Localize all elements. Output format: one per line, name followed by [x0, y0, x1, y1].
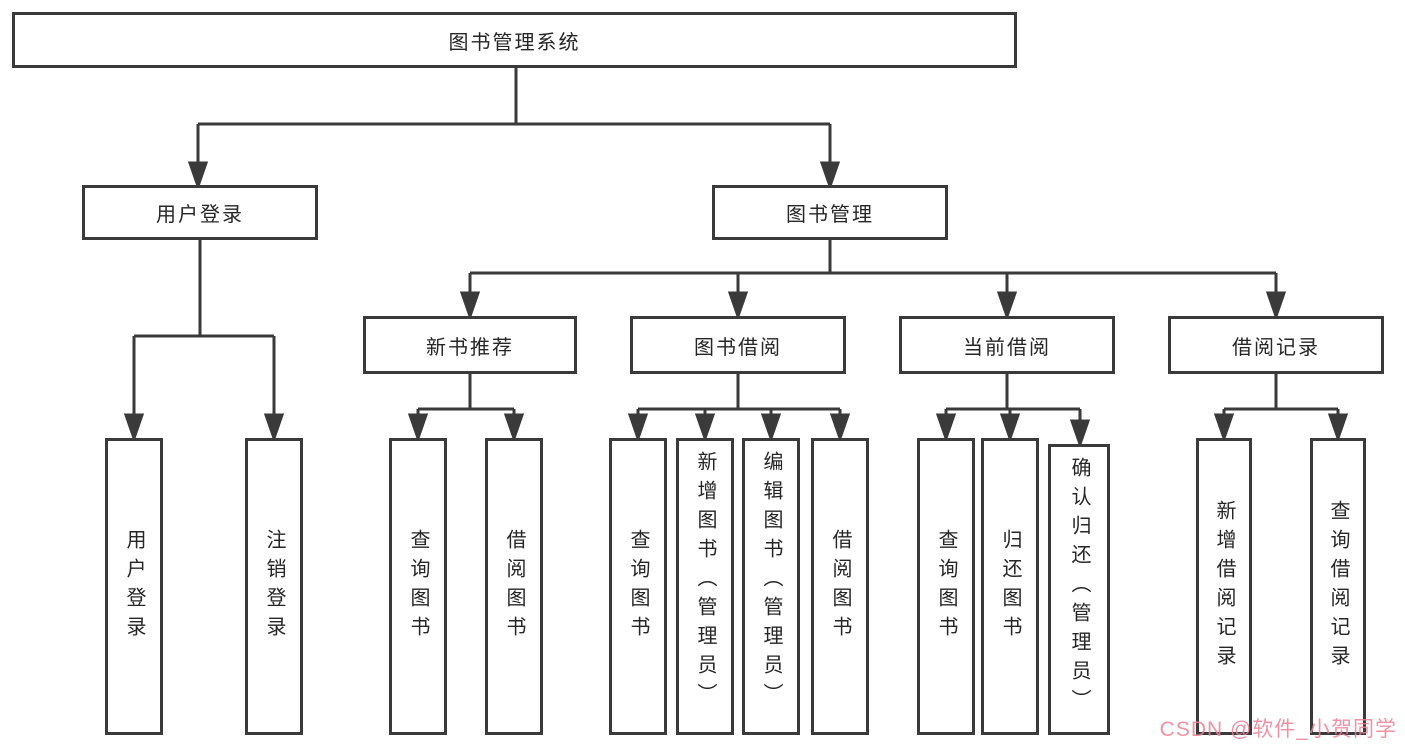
leaf-query-books: 查询图书: [389, 438, 447, 735]
leaf-query-books: 查询图书: [609, 438, 667, 735]
node-label: 归还图书: [999, 528, 1021, 645]
node-book-management: 图书管理: [712, 185, 948, 240]
leaf-edit-book-admin: 编辑图书（管理员）: [742, 438, 800, 735]
node-current-borrow: 当前借阅: [899, 316, 1115, 374]
arrow-down-icon: [996, 291, 1018, 321]
arrow-down-icon: [999, 413, 1021, 443]
leaf-user-login: 用户登录: [105, 438, 163, 735]
leaf-add-book-admin: 新增图书（管理员）: [676, 438, 734, 735]
arrow-down-icon: [694, 413, 716, 443]
arrow-down-icon: [187, 161, 209, 191]
leaf-query-books: 查询图书: [917, 438, 975, 735]
arrow-down-icon: [1327, 413, 1349, 443]
node-label: 图书借阅: [694, 336, 782, 359]
node-label: 确认归还（管理员）: [1068, 457, 1090, 718]
node-user-login: 用户登录: [82, 185, 318, 240]
node-label: 用户登录: [123, 528, 145, 645]
leaf-query-borrow-record: 查询借阅记录: [1310, 438, 1366, 735]
node-label: 图书管理系统: [448, 31, 581, 54]
node-label: 注销登录: [263, 528, 285, 645]
node-label: 借阅图书: [503, 528, 525, 645]
node-label: 查询图书: [407, 528, 429, 645]
arrow-down-icon: [1213, 413, 1235, 443]
arrow-down-icon: [819, 161, 841, 191]
node-library-system: 图书管理系统: [12, 12, 1017, 68]
leaf-borrow-books: 借阅图书: [485, 438, 543, 735]
node-label: 编辑图书（管理员）: [760, 451, 782, 712]
node-label: 借阅图书: [829, 528, 851, 645]
node-label: 用户登录: [156, 204, 244, 226]
arrow-down-icon: [727, 291, 749, 321]
csdn-watermark: CSDN @软件_小贺同学: [1159, 718, 1397, 741]
arrow-down-icon: [935, 413, 957, 443]
arrow-down-icon: [627, 413, 649, 443]
leaf-return-books: 归还图书: [981, 438, 1039, 735]
node-label: 借阅记录: [1232, 336, 1320, 359]
node-label: 查询借阅记录: [1327, 499, 1349, 674]
leaf-borrow-books: 借阅图书: [811, 438, 869, 735]
leaf-add-borrow-record: 新增借阅记录: [1196, 438, 1252, 735]
arrow-down-icon: [1069, 419, 1091, 449]
node-book-borrow: 图书借阅: [630, 316, 846, 374]
arrow-down-icon: [459, 291, 481, 321]
node-label: 新书推荐: [426, 336, 514, 359]
arrow-down-icon: [760, 413, 782, 443]
node-borrow-records: 借阅记录: [1168, 316, 1384, 374]
arrow-down-icon: [263, 413, 285, 443]
arrow-down-icon: [503, 413, 525, 443]
arrow-down-icon: [407, 413, 429, 443]
node-label: 查询图书: [935, 528, 957, 645]
node-label: 当前借阅: [963, 336, 1051, 359]
node-label: 新增图书（管理员）: [694, 451, 716, 712]
node-new-book-recommend: 新书推荐: [363, 316, 577, 374]
leaf-confirm-return-admin: 确认归还（管理员）: [1048, 444, 1110, 735]
node-label: 图书管理: [786, 204, 874, 226]
node-label: 查询图书: [627, 528, 649, 645]
leaf-logout: 注销登录: [245, 438, 303, 735]
arrow-down-icon: [829, 413, 851, 443]
node-label: 新增借阅记录: [1213, 499, 1235, 674]
arrow-down-icon: [123, 413, 145, 443]
arrow-down-icon: [1265, 291, 1287, 321]
